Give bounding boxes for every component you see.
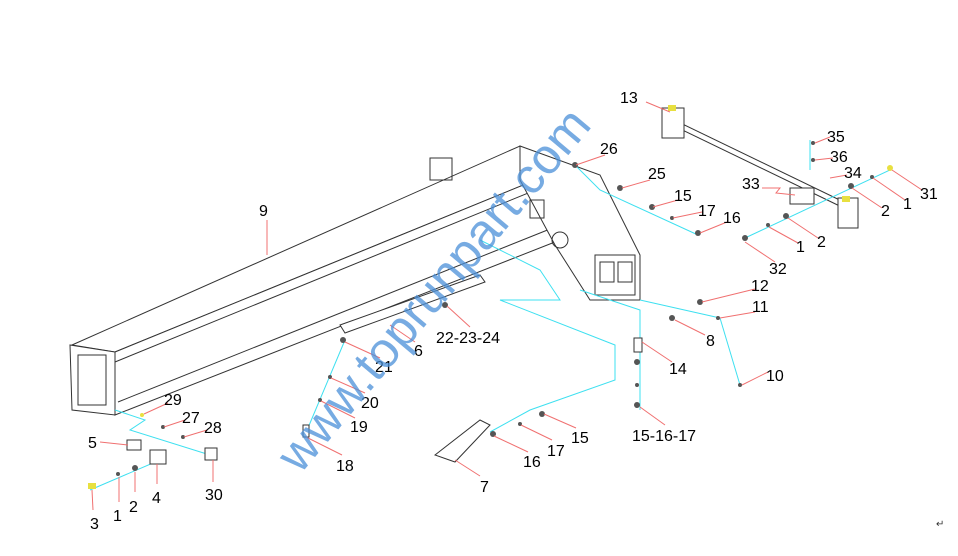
callout-12: 12	[751, 278, 769, 295]
callout-20: 20	[361, 395, 379, 412]
callout-6: 6	[414, 343, 423, 360]
rod-assembly-13	[661, 105, 859, 229]
callout-labels: 9 13 26 25 15 17 16 35 36 34 33 2 1 31 2…	[88, 90, 938, 533]
callout-1: 1	[113, 508, 122, 525]
callout-15-16-17: 15-16-17	[632, 428, 696, 445]
callout-34: 34	[844, 165, 862, 182]
callout-5: 5	[88, 435, 97, 452]
assembly-lines	[89, 140, 891, 491]
callout-35: 35	[827, 129, 845, 146]
callout-3: 3	[90, 516, 99, 533]
callout-31: 31	[920, 186, 938, 203]
rail-part-6	[339, 274, 486, 334]
callout-16: 16	[723, 210, 741, 227]
callout-9: 9	[259, 203, 268, 220]
bracket-part-7	[433, 419, 491, 463]
callout-21: 21	[375, 359, 393, 376]
callout-18: 18	[336, 458, 354, 475]
callout-4: 4	[152, 490, 161, 507]
callout-16: 16	[523, 454, 541, 471]
callout-8: 8	[706, 333, 715, 350]
callout-11: 11	[752, 299, 769, 316]
callout-2: 2	[817, 234, 826, 251]
callout-29: 29	[164, 392, 182, 409]
callout-1: 1	[903, 196, 912, 213]
callout-25: 25	[648, 166, 666, 183]
leader-lines	[91, 101, 923, 511]
boom-head	[519, 145, 641, 301]
boom-body	[69, 145, 562, 416]
return-mark: ↵	[936, 519, 944, 530]
callout-14: 14	[669, 361, 687, 378]
callout-2: 2	[129, 499, 138, 516]
callout-2: 2	[881, 203, 890, 220]
callout-26: 26	[600, 141, 618, 158]
callout-7: 7	[480, 479, 489, 496]
callout-17: 17	[698, 203, 716, 220]
callout-15: 15	[571, 430, 589, 447]
small-parts	[88, 141, 893, 489]
callout-19: 19	[350, 419, 368, 436]
callout-27: 27	[182, 410, 200, 427]
callout-10: 10	[766, 368, 784, 385]
callout-15: 15	[674, 188, 692, 205]
callout-33: 33	[742, 176, 760, 193]
callout-1: 1	[796, 239, 805, 256]
callout-30: 30	[205, 487, 223, 504]
callout-28: 28	[204, 420, 222, 437]
callout-32: 32	[769, 261, 787, 278]
callout-22-23-24: 22-23-24	[436, 330, 500, 347]
callout-36: 36	[830, 149, 848, 166]
callout-17: 17	[547, 443, 565, 460]
callout-13: 13	[620, 90, 638, 107]
